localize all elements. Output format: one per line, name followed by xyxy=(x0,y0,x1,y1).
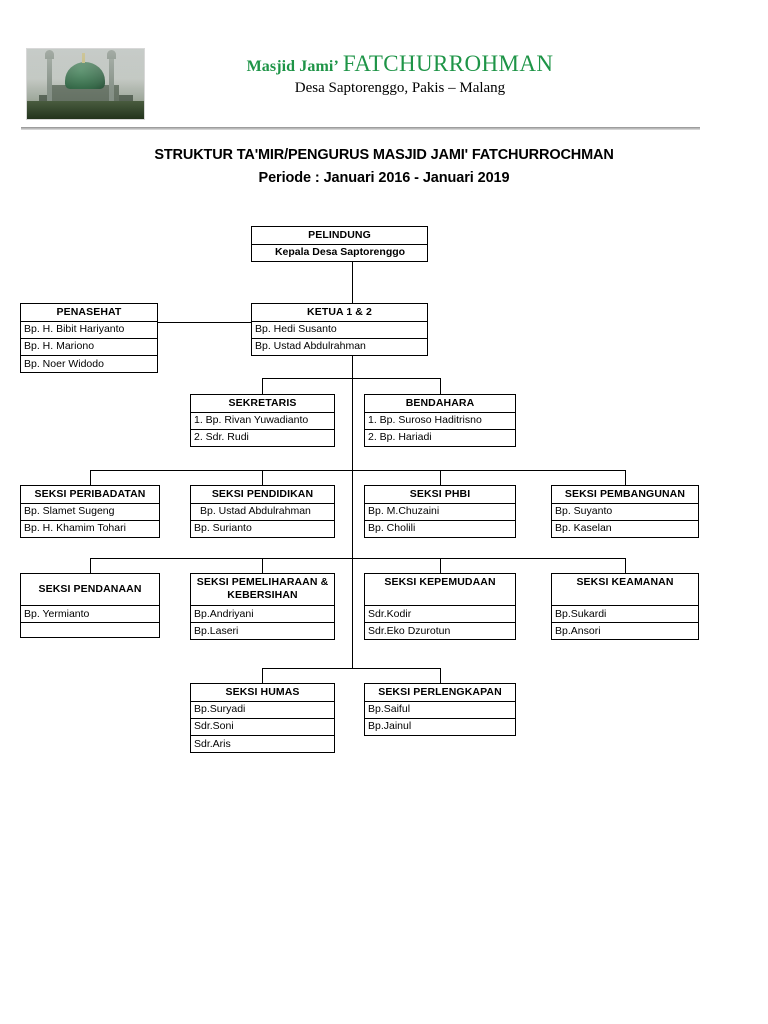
connector-drop-keamanan xyxy=(625,558,626,573)
node-seksi-pendanaan-row-1 xyxy=(21,623,159,637)
node-sekretaris-header: SEKRETARIS xyxy=(191,395,334,413)
organization-name-prefix: Masjid Jami’ xyxy=(246,58,339,75)
node-seksi-perlengkapan-header: SEKSI PERLENGKAPAN xyxy=(365,684,515,702)
node-seksi-pemeliharaan-row-1: Bp.Laseri xyxy=(194,624,239,637)
node-ketua-row-1: Bp. Ustad Abdulrahman xyxy=(255,340,366,353)
node-seksi-perlengkapan-row-1: Bp.Jainul xyxy=(368,720,412,733)
node-penasehat-header: PENASEHAT xyxy=(21,304,157,322)
node-sekretaris[interactable]: SEKRETARIS 1. Bp. Rivan Yuwadianto 2. Sd… xyxy=(190,394,335,448)
node-seksi-keamanan-row-0: Bp.Sukardi xyxy=(552,606,698,624)
node-seksi-keamanan-row-1: Bp.Ansori xyxy=(555,624,601,637)
node-pelindung-row-0: Kepala Desa Saptorenggo xyxy=(274,246,406,259)
node-seksi-kepemudaan[interactable]: SEKSI KEPEMUDAAN Sdr.Kodir Sdr.Eko Dzuro… xyxy=(364,573,516,641)
node-seksi-keamanan-header: SEKSI KEAMANAN xyxy=(552,574,698,606)
node-seksi-pendanaan-header: SEKSI PENDANAAN xyxy=(21,574,159,606)
node-ketua-header: KETUA 1 & 2 xyxy=(252,304,427,322)
organization-address: Desa Saptorenggo, Pakis – Malang xyxy=(294,80,506,97)
connector-drop-pemeliharaan xyxy=(262,558,263,573)
connector-drop-bendahara xyxy=(440,378,441,394)
connector-penasehat-to-ketua xyxy=(158,322,253,323)
connector-bar-seksi-row2 xyxy=(90,558,626,559)
node-penasehat[interactable]: PENASEHAT Bp. H. Bibit Hariyanto Bp. H. … xyxy=(20,303,158,374)
node-seksi-peribadatan-row-1: Bp. H. Khamim Tohari xyxy=(24,522,126,535)
connector-drop-phbi xyxy=(440,470,441,485)
node-seksi-perlengkapan[interactable]: SEKSI PERLENGKAPAN Bp.Saiful Bp.Jainul xyxy=(364,683,516,737)
node-seksi-pembangunan-row-1: Bp. Kaselan xyxy=(555,522,612,535)
node-bendahara-header: BENDAHARA xyxy=(365,395,515,413)
node-ketua-row-0: Bp. Hedi Susanto xyxy=(252,322,427,339)
chart-title: STRUKTUR TA'MIR/PENGURUS MASJID JAMI' FA… xyxy=(154,147,614,163)
letterhead-text: Masjid Jami’ FATCHURROHMAN Desa Saptoren… xyxy=(160,51,640,97)
node-seksi-humas-row-0: Bp.Suryadi xyxy=(191,702,334,719)
connector-bar-seksi-row1 xyxy=(90,470,626,471)
node-seksi-humas-header: SEKSI HUMAS xyxy=(191,684,334,702)
node-pelindung[interactable]: PELINDUNG Kepala Desa Saptorenggo xyxy=(251,226,428,262)
node-seksi-pendanaan[interactable]: SEKSI PENDANAAN Bp. Yermianto xyxy=(20,573,160,639)
node-seksi-phbi[interactable]: SEKSI PHBI Bp. M.Chuzaini Bp. Cholili xyxy=(364,485,516,539)
node-seksi-humas-row-1: Sdr.Soni xyxy=(191,719,334,737)
node-penasehat-row-2: Bp. Noer Widodo xyxy=(24,357,104,370)
connector-drop-peribadatan xyxy=(90,470,91,485)
node-seksi-pemeliharaan[interactable]: SEKSI PEMELIHARAAN & KEBERSIHAN Bp.Andri… xyxy=(190,573,335,641)
node-seksi-humas[interactable]: SEKSI HUMAS Bp.Suryadi Sdr.Soni Sdr.Aris xyxy=(190,683,335,754)
node-seksi-pendidikan-row-1: Bp. Surianto xyxy=(194,522,252,535)
node-seksi-pendanaan-row-0: Bp. Yermianto xyxy=(21,606,159,624)
node-penasehat-row-0: Bp. H. Bibit Hariyanto xyxy=(21,322,157,339)
node-seksi-pemeliharaan-header: SEKSI PEMELIHARAAN & KEBERSIHAN xyxy=(191,574,334,606)
node-seksi-phbi-row-1: Bp. Cholili xyxy=(368,522,416,535)
chart-period: Periode : Januari 2016 - Januari 2019 xyxy=(258,170,510,186)
node-seksi-pembangunan-header: SEKSI PEMBANGUNAN xyxy=(552,486,698,504)
main-spine xyxy=(352,350,353,668)
node-seksi-peribadatan-row-0: Bp. Slamet Sugeng xyxy=(21,504,159,521)
connector-pelindung-to-ketua xyxy=(352,257,353,303)
node-sekretaris-row-0: 1. Bp. Rivan Yuwadianto xyxy=(191,413,334,430)
node-seksi-pendidikan-header: SEKSI PENDIDIKAN xyxy=(191,486,334,504)
connector-drop-humas xyxy=(262,668,263,683)
photo-haze xyxy=(27,49,144,119)
node-seksi-kepemudaan-row-1: Sdr.Eko Dzurotun xyxy=(368,624,451,637)
connector-drop-pendanaan xyxy=(90,558,91,573)
letterhead: Masjid Jami’ FATCHURROHMAN Desa Saptoren… xyxy=(0,0,768,135)
connector-drop-perlengkapan xyxy=(440,668,441,683)
mosque-photo xyxy=(26,48,145,120)
node-seksi-phbi-header: SEKSI PHBI xyxy=(365,486,515,504)
connector-drop-sekretaris xyxy=(262,378,263,394)
node-seksi-pendidikan-row-0: Bp. Ustad Abdulrahman xyxy=(191,504,334,521)
connector-bar-seksi-row3 xyxy=(262,668,440,669)
connector-drop-pembangunan xyxy=(625,470,626,485)
node-penasehat-row-1: Bp. H. Mariono xyxy=(21,339,157,357)
node-seksi-keamanan[interactable]: SEKSI KEAMANAN Bp.Sukardi Bp.Ansori xyxy=(551,573,699,641)
node-seksi-peribadatan[interactable]: SEKSI PERIBADATAN Bp. Slamet Sugeng Bp. … xyxy=(20,485,160,539)
node-seksi-pendidikan[interactable]: SEKSI PENDIDIKAN Bp. Ustad Abdulrahman B… xyxy=(190,485,335,539)
node-bendahara-row-0: 1. Bp. Suroso Haditrisno xyxy=(365,413,515,430)
connector-bar-secretary-treasurer xyxy=(262,378,440,379)
node-bendahara-row-1: 2. Bp. Hariadi xyxy=(368,431,432,444)
node-seksi-pemeliharaan-row-0: Bp.Andriyani xyxy=(191,606,334,624)
node-sekretaris-row-1: 2. Sdr. Rudi xyxy=(194,431,249,444)
node-ketua[interactable]: KETUA 1 & 2 Bp. Hedi Susanto Bp. Ustad A… xyxy=(251,303,428,357)
node-seksi-perlengkapan-row-0: Bp.Saiful xyxy=(365,702,515,719)
node-seksi-kepemudaan-row-0: Sdr.Kodir xyxy=(365,606,515,624)
node-seksi-phbi-row-0: Bp. M.Chuzaini xyxy=(365,504,515,521)
connector-drop-pendidikan xyxy=(262,470,263,485)
node-seksi-humas-row-2: Sdr.Aris xyxy=(194,737,231,750)
header-divider xyxy=(21,127,700,130)
node-seksi-peribadatan-header: SEKSI PERIBADATAN xyxy=(21,486,159,504)
node-seksi-pembangunan[interactable]: SEKSI PEMBANGUNAN Bp. Suyanto Bp. Kasela… xyxy=(551,485,699,539)
connector-drop-kepemudaan xyxy=(440,558,441,573)
node-bendahara[interactable]: BENDAHARA 1. Bp. Suroso Haditrisno 2. Bp… xyxy=(364,394,516,448)
node-pelindung-header: PELINDUNG xyxy=(252,227,427,245)
node-seksi-pembangunan-row-0: Bp. Suyanto xyxy=(552,504,698,521)
organization-name-main: FATCHURROHMAN xyxy=(342,51,554,76)
organization-name: Masjid Jami’ FATCHURROHMAN xyxy=(160,51,640,76)
node-seksi-kepemudaan-header: SEKSI KEPEMUDAAN xyxy=(365,574,515,606)
